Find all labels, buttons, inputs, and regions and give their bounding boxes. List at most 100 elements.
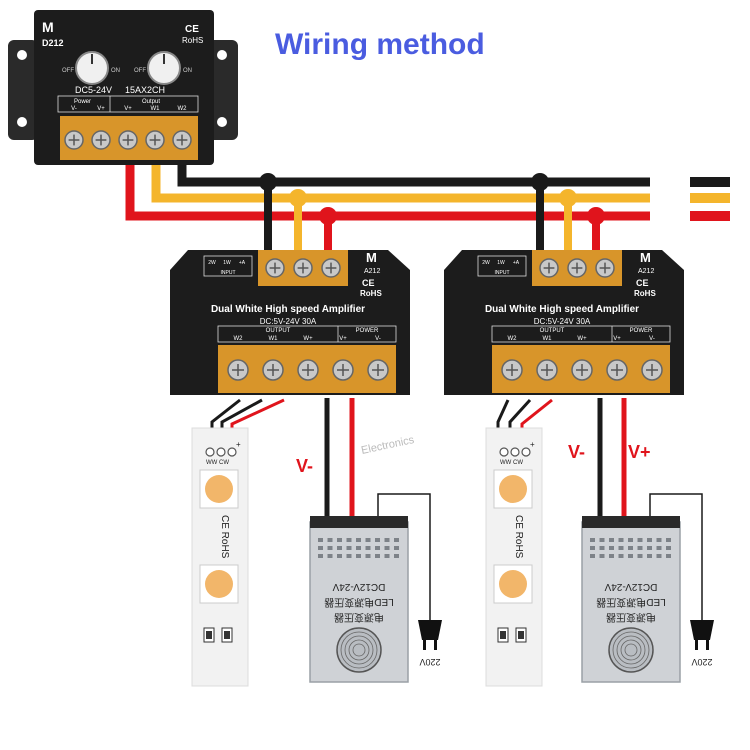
psu-label-line: LED电源变压器 [324,596,393,609]
bus-red [125,140,650,221]
controller-rohs: RoHS [182,36,203,45]
page-title: Wiring method [275,28,485,61]
amplifier-input-terminal-label: 2W [482,260,490,266]
amplifier-terminal-label: V- [375,336,381,342]
controller-terminal-label: W2 [178,106,188,112]
psu-label-line: 电源变压器 [606,611,656,624]
solder-pad-icon [521,447,531,457]
amplifier-group-power: POWER [630,328,653,334]
psu-mains-label: 220V [419,657,440,667]
controller-terminal-label: V- [71,106,77,112]
amp1-input-drops [259,173,337,250]
amplifier-spec: DC:5V-24V 30A [260,317,317,326]
controller-group-power: Power [74,99,91,105]
amplifier-ce: CE [636,278,649,288]
amplifier-input-label: INPUT [221,270,236,276]
amplifier-input-terminal-label: 2W [208,260,216,266]
led-icon [499,475,527,503]
amplifier-group-power: POWER [356,328,379,334]
continuation-yellow [690,193,730,203]
strip-marks: CE RoHS [513,515,524,559]
knob-left[interactable] [75,51,109,85]
solder-pad-icon [499,447,509,457]
amplifier-group-output: OUTPUT [266,328,291,334]
amplifier-ce: CE [362,278,375,288]
led-icon [205,475,233,503]
amplifier-terminal-label: W2 [508,336,518,342]
solder-pad-icon [510,447,520,457]
amplifier-name: Dual White High speed Amplifier [485,304,639,315]
fan-icon [608,627,654,673]
controller-voltage: DC5-24V [75,85,112,95]
knob-left-off: OFF [62,68,74,74]
mains-cable [377,493,431,620]
amplifier-input-terminal-label: +A [513,260,520,266]
strip-marks: CE RoHS [219,515,230,559]
amplifier-rohs: RoHS [360,289,382,298]
controller-model: D212 [42,38,64,48]
amplifier-terminal-label: W1 [269,336,279,342]
psu-terminal-strip [582,516,680,528]
amplifier-terminal-label: V+ [339,336,347,342]
amplifier-model: A212 [364,268,380,275]
amplifier-terminal-label: V- [649,336,655,342]
amplifier-input-label: INPUT [495,270,510,276]
continuation-red [690,211,730,221]
amplifier-logo: M [366,250,377,265]
led-icon [205,570,233,598]
led-strip-1: WW CW + CE RoHS [191,427,249,687]
knob-right-on: ON [183,68,192,74]
amplifier-terminal-label: W+ [577,336,587,342]
psu-label-line: LED电源变压器 [596,596,665,609]
strip-plus-label: + [236,440,241,449]
amplifier-terminal-label: W1 [543,336,553,342]
controller-terminal-label: V+ [97,106,105,112]
amplifier-input-terminal-label: 1W [497,260,505,266]
amplifier-terminal-label: W+ [303,336,313,342]
psu2-vplus-label: V+ [628,442,651,462]
amplifier-rohs: RoHS [634,289,656,298]
fan-icon [336,627,382,673]
psu-label-line: DC12V-24V [332,581,385,592]
controller-ce: CE [185,24,199,35]
controller-terminal-label: W1 [151,106,161,112]
mains-cable [649,493,703,620]
amplifier-terminal-label: V+ [613,336,621,342]
strip-pad-labels: WW CW [500,460,523,466]
controller-logo: M [42,19,54,35]
psu-terminal-strip [310,516,408,528]
led-strip-2: WW CW + CE RoHS [485,427,543,687]
amplifier-terminal-label: W2 [234,336,244,342]
solder-pad-icon [227,447,237,457]
continuation-black [690,177,730,187]
amplifier-group-output: OUTPUT [540,328,565,334]
strip-pad-labels: WW CW [206,460,229,466]
amp2-to-psu-wires [597,398,627,520]
knob-left-on: ON [111,68,120,74]
plug-icon [690,620,714,640]
controller-current: 15AX2CH [125,85,165,95]
bus-wires [125,140,730,221]
solder-pad-icon [216,447,226,457]
bus-black [177,140,650,187]
led-icon [499,570,527,598]
knob-right-off: OFF [134,68,146,74]
amplifier-logo: M [640,250,651,265]
knob-right[interactable] [147,51,181,85]
watermark: Electronics [360,434,416,457]
controller-terminal-label: V+ [124,106,132,112]
psu-label-line: 电源变压器 [334,611,384,624]
strip-plus-label: + [530,440,535,449]
plug-icon [418,620,442,640]
controller-group-output: Output [142,99,160,105]
controller-d212: M D212 CE RoHS OFF ON OFF ON DC5-24V 15A… [8,10,238,165]
amplifier-input-terminal-label: +A [239,260,246,266]
solder-pad-icon [205,447,215,457]
amplifier-spec: DC:5V-24V 30A [534,317,591,326]
amp2-input-drops [531,173,605,250]
psu-label-line: DC12V-24V [604,581,657,592]
